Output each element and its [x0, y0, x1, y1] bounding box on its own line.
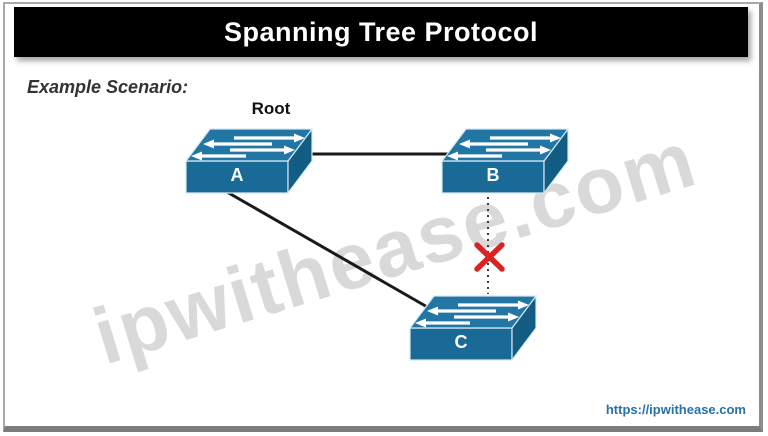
- header-bar: Spanning Tree Protocol: [14, 7, 748, 57]
- blocked-x-icon: [474, 242, 505, 272]
- page-title: Spanning Tree Protocol: [223, 16, 539, 47]
- link-a-c-line: [226, 190, 437, 314]
- switch-a-label: A: [230, 165, 244, 185]
- footer-site-link[interactable]: https://ipwithease.com: [605, 402, 746, 417]
- root-switch-label: Root: [251, 99, 291, 118]
- scenario-label: Example Scenario:: [27, 77, 189, 97]
- switch-c-label: C: [454, 332, 468, 352]
- slide-frame: [3, 2, 763, 432]
- switch-b-label: B: [486, 165, 500, 185]
